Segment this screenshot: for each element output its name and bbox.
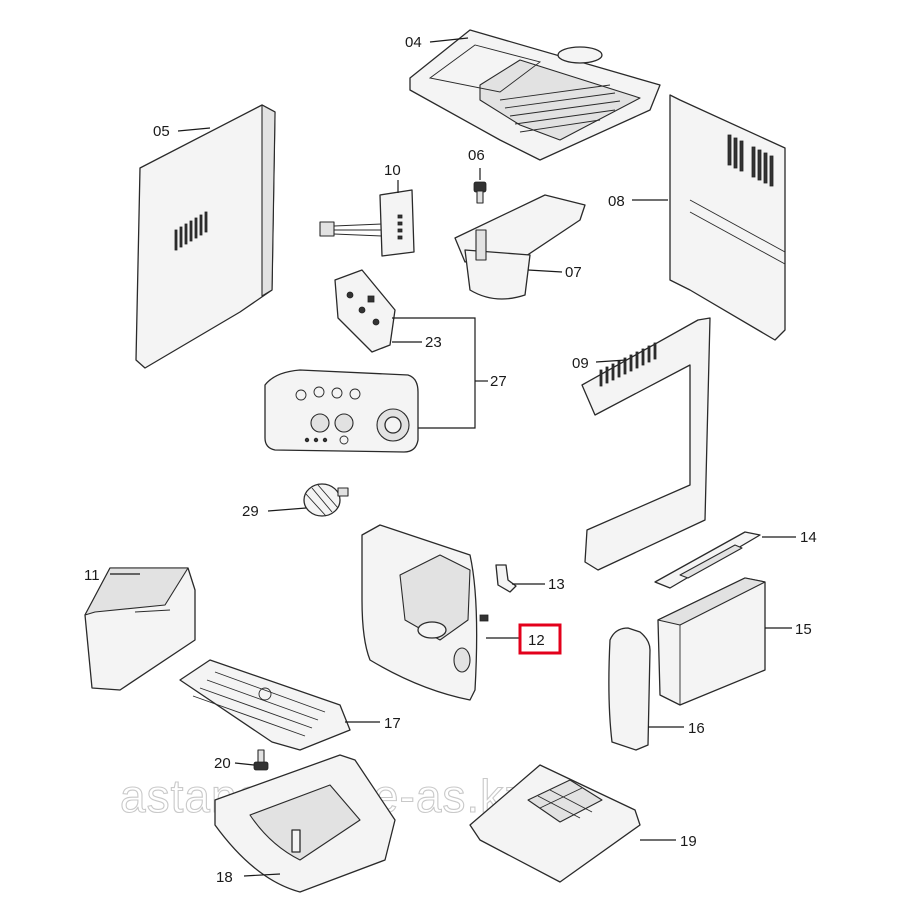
label-18: 18 — [216, 869, 233, 886]
label-27: 27 — [490, 373, 507, 390]
part-29-knob[interactable] — [303, 483, 349, 517]
leader-27-bracket — [392, 317, 476, 429]
leader-20 — [234, 762, 255, 766]
label-29: 29 — [242, 503, 259, 520]
part-18-drip-tray[interactable] — [214, 754, 396, 893]
label-13: 13 — [548, 576, 565, 593]
label-14: 14 — [800, 529, 817, 546]
label-05: 05 — [153, 123, 170, 140]
part-14-slide[interactable] — [654, 531, 761, 589]
label-08: 08 — [608, 193, 625, 210]
label-06: 06 — [468, 147, 485, 164]
label-12: 12 — [528, 632, 545, 649]
label-10: 10 — [384, 162, 401, 179]
label-09: 09 — [572, 355, 589, 372]
label-11: 11 — [84, 567, 100, 584]
label-19: 19 — [680, 833, 697, 850]
part-07-reservoir[interactable] — [454, 194, 586, 300]
label-17: 17 — [384, 715, 401, 732]
leader-04 — [429, 37, 469, 43]
label-20: 20 — [214, 755, 231, 772]
part-27-control-panel[interactable] — [264, 369, 419, 453]
leader-18 — [243, 873, 281, 877]
part-13-lever[interactable] — [495, 564, 517, 593]
part-17-drip-grid[interactable] — [179, 659, 351, 751]
part-06-screw[interactable] — [473, 181, 487, 204]
part-23-control-board[interactable] — [334, 269, 396, 353]
part-11-water-tank[interactable] — [84, 567, 196, 691]
part-16-front-door[interactable] — [608, 627, 651, 751]
leader-05 — [177, 127, 211, 132]
part-10-cable-connector[interactable] — [319, 189, 415, 257]
part-15-grounds-container[interactable] — [657, 577, 766, 706]
label-15: 15 — [795, 621, 812, 638]
leader-09 — [595, 359, 627, 363]
part-12-front-housing[interactable] — [361, 524, 489, 701]
label-23: 23 — [425, 334, 442, 351]
label-16: 16 — [688, 720, 705, 737]
part-20-foot-screw[interactable] — [253, 749, 269, 771]
label-04: 04 — [405, 34, 422, 51]
part-05-side-panel[interactable] — [135, 104, 276, 369]
part-04-top-cover[interactable] — [409, 29, 661, 161]
part-08-back-panel[interactable] — [669, 94, 786, 341]
label-12-highlight-box — [518, 623, 562, 655]
part-19-base-plate[interactable] — [469, 764, 641, 883]
leader-07 — [527, 269, 563, 273]
part-09-side-cover[interactable] — [581, 317, 711, 571]
label-07: 07 — [565, 264, 582, 281]
leader-29 — [267, 507, 307, 512]
